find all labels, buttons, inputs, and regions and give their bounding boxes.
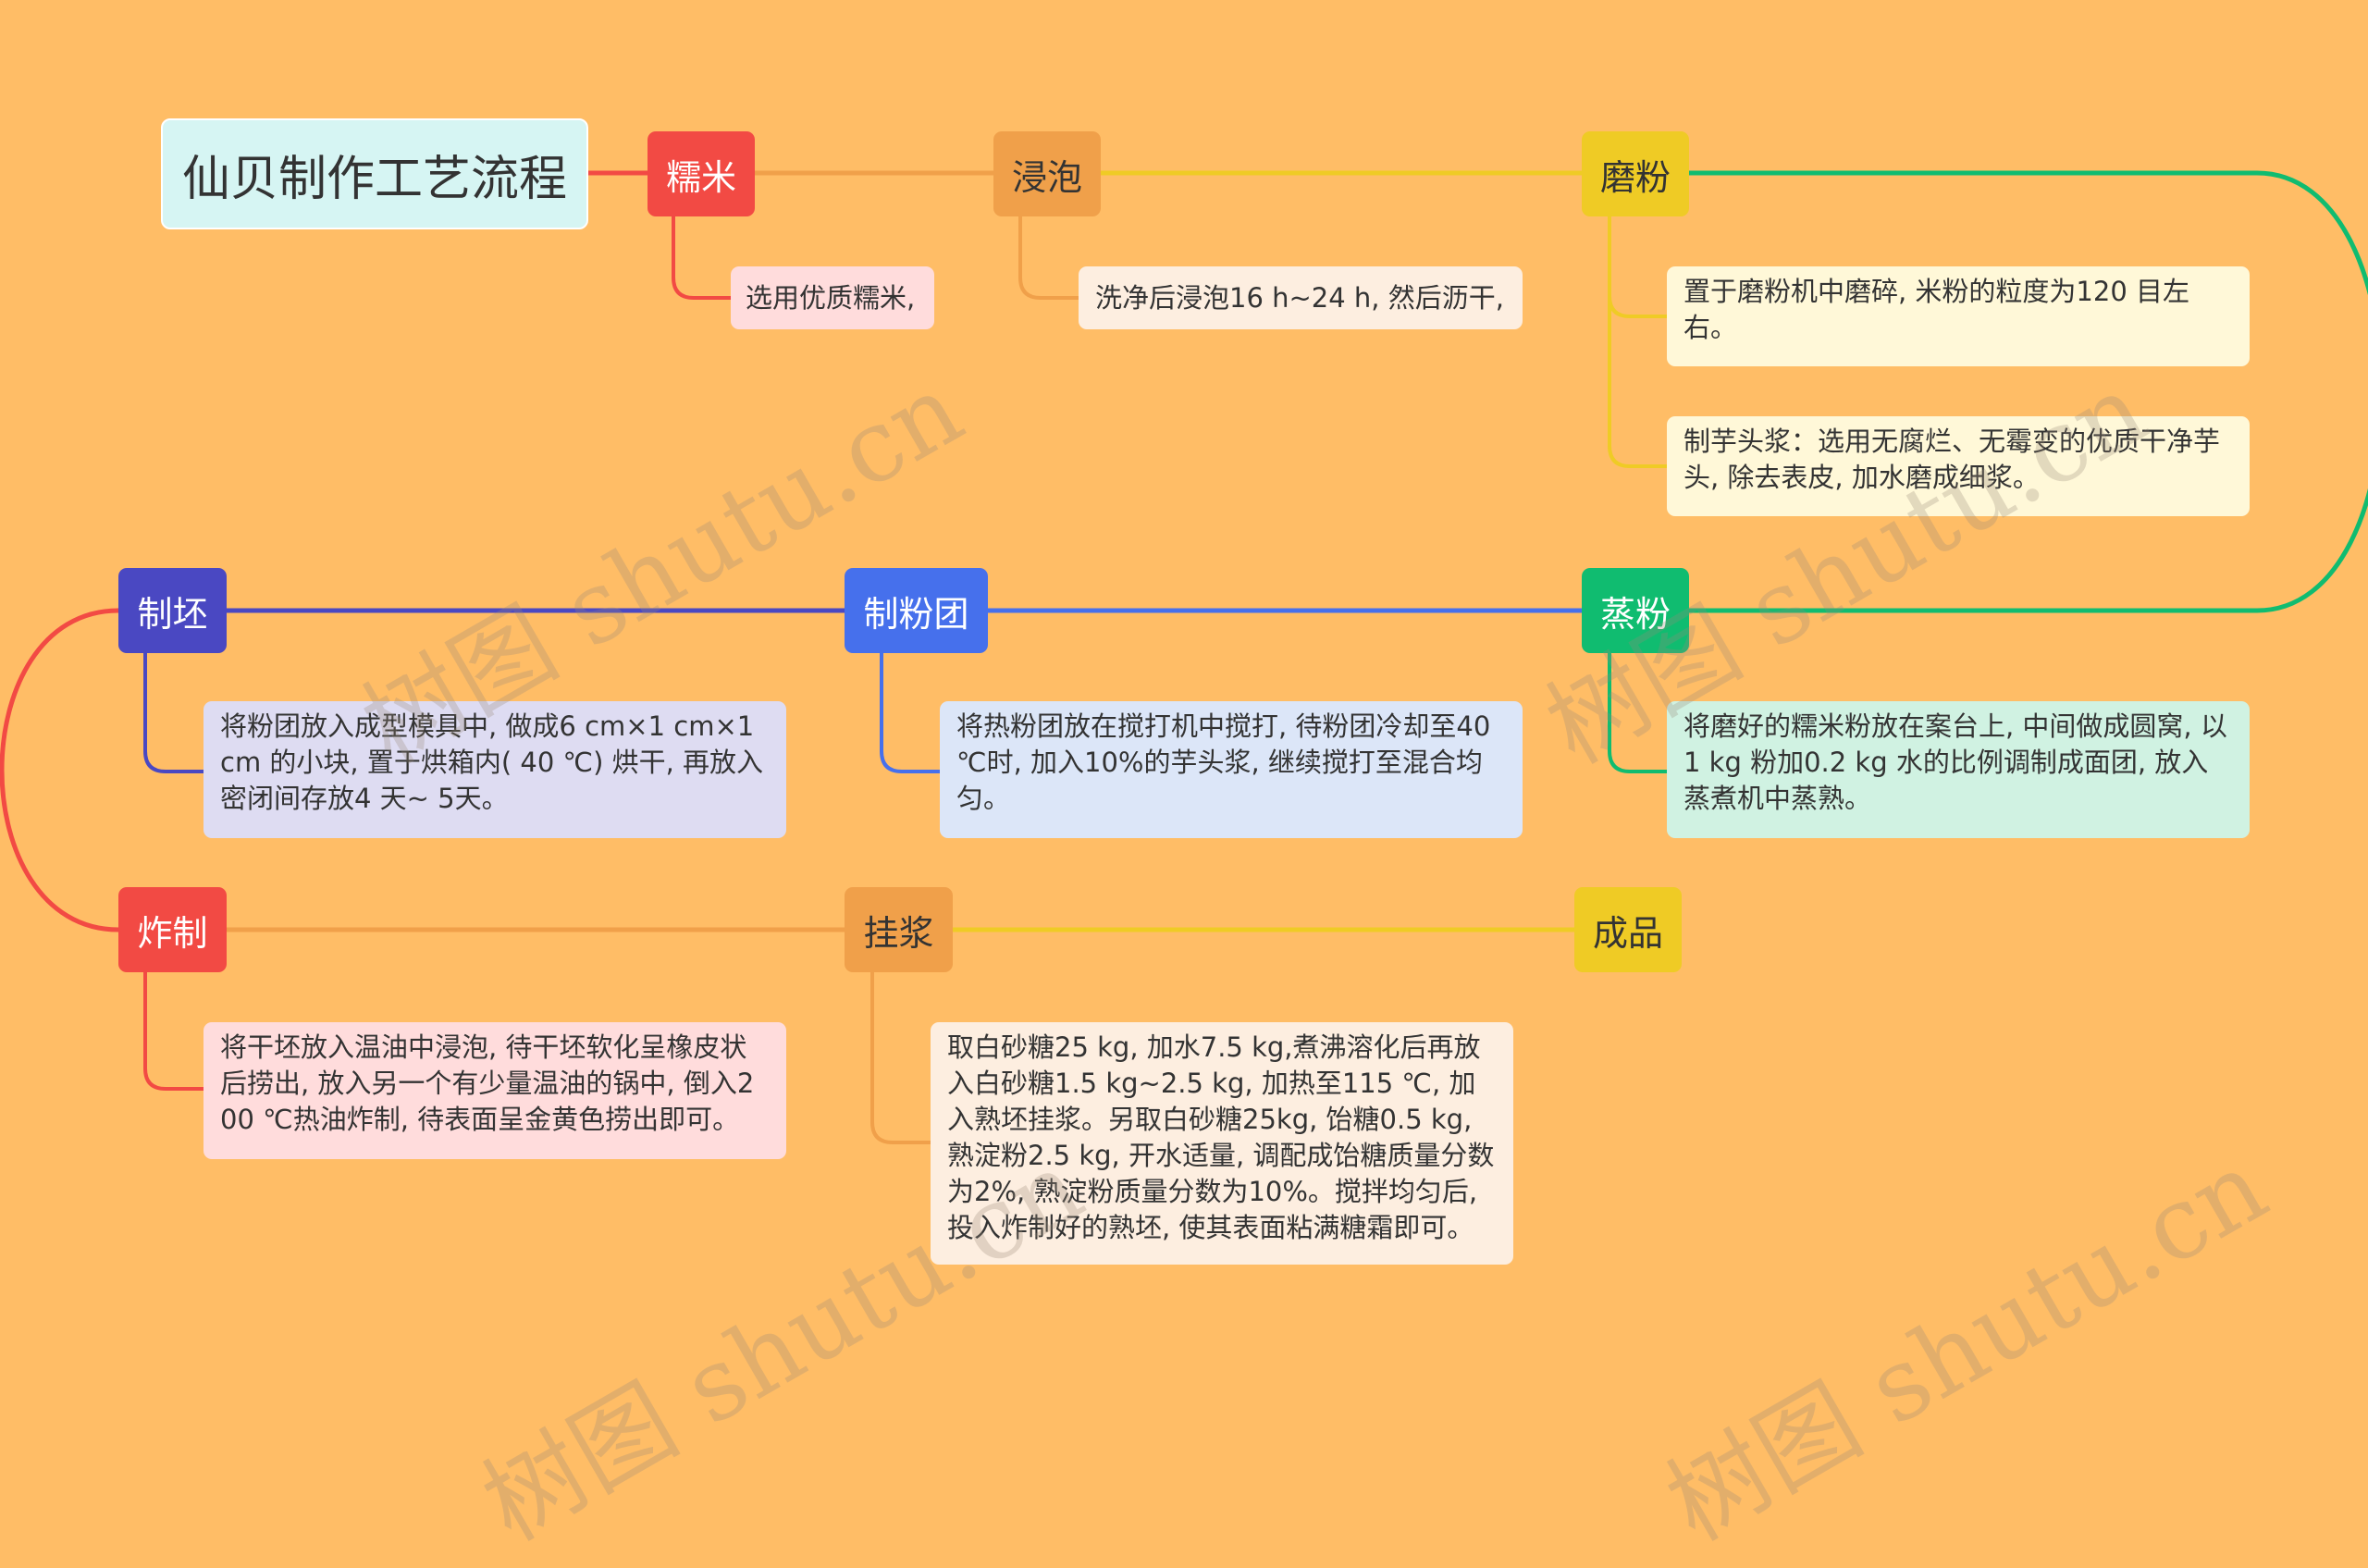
note-fry: 将干坯放入温油中浸泡, 待干坯软化呈橡皮状后捞出, 放入另一个有少量温油的锅中,… [204, 1022, 786, 1159]
note-make-blank: 将粉团放入成型模具中, 做成6 cm×1 cm×1 cm 的小块, 置于烘箱内(… [204, 701, 786, 838]
connector-s3-s4 [1689, 170, 2368, 613]
connector-note-s1 [672, 216, 731, 300]
connector-s6-s7 [0, 608, 119, 932]
step-glaze[interactable]: 挂浆 [845, 887, 953, 972]
connector-note-s6 [143, 653, 204, 773]
note-steam: 将磨好的糯米粉放在案台上, 中间做成圆窝, 以1 kg 粉加0.2 kg 水的比… [1667, 701, 2250, 838]
step-steam[interactable]: 蒸粉 [1582, 568, 1689, 653]
connector-note-s5 [880, 653, 940, 773]
step-finished-product[interactable]: 成品 [1574, 887, 1682, 972]
connector-note-s8 [870, 972, 931, 1144]
connector-note-s2 [1018, 216, 1079, 300]
note-mill-1: 置于磨粉机中磨碎, 米粉的粒度为120 目左右。 [1667, 266, 2250, 366]
connector-note-s4 [1608, 653, 1667, 773]
note-glaze: 取白砂糖25 kg, 加水7.5 kg,煮沸溶化后再放入白砂糖1.5 kg~2.… [931, 1022, 1513, 1265]
step-make-blank[interactable]: 制坯 [118, 568, 227, 653]
step-glutinous-rice[interactable]: 糯米 [648, 131, 755, 216]
note-mill-2: 制芋头浆：选用无腐烂、无霉变的优质干净芋头, 除去表皮, 加水磨成细浆。 [1667, 416, 2250, 516]
connector-note-s3a [1608, 216, 1667, 318]
note-make-dough: 将热粉团放在搅打机中搅打, 待粉团冷却至40 ℃时, 加入10%的芋头浆, 继续… [940, 701, 1523, 838]
step-mill[interactable]: 磨粉 [1582, 131, 1689, 216]
step-make-dough[interactable]: 制粉团 [845, 568, 988, 653]
connector-lines [0, 170, 2368, 1144]
note-glutinous-rice: 选用优质糯米, [731, 266, 934, 329]
root-title[interactable]: 仙贝制作工艺流程 [161, 118, 588, 229]
step-soak[interactable]: 浸泡 [993, 131, 1101, 216]
note-soak: 洗净后浸泡16 h~24 h, 然后沥干, [1079, 266, 1523, 329]
connector-note-s7 [143, 972, 204, 1091]
connector-note-s3b [1608, 296, 1667, 468]
step-fry[interactable]: 炸制 [118, 887, 227, 972]
mindmap-canvas: 仙贝制作工艺流程 糯米 浸泡 磨粉 选用优质糯米, 洗净后浸泡16 h~24 h… [0, 118, 2368, 1563]
